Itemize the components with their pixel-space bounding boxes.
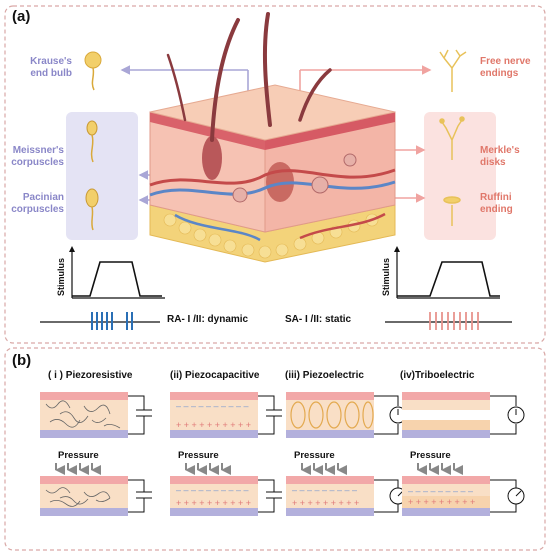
svg-text:– – – – – – – – –: – – – – – – – – – <box>408 486 473 496</box>
pacinian-corpuscle-icon <box>85 188 99 231</box>
ruffini-ending-label: Ruffini ending <box>480 192 540 216</box>
piezocapacitive-title: (ii) Piezocapacitive <box>170 370 260 381</box>
panel-a-frame <box>4 5 546 344</box>
merkel-disks-label: Merkle's disks <box>480 145 540 169</box>
triboelectric-sensor-rest <box>402 392 525 438</box>
krause-end-bulb-label: Krause's end bulb <box>8 56 72 80</box>
label-line: Meissner's <box>12 145 64 156</box>
free-nerve-endings-icon <box>439 49 467 92</box>
triboelectric-title: (iv)Triboelectric <box>400 370 475 381</box>
stimulus-axis-label-right: Stimulus <box>381 257 391 296</box>
ra-label: RA- I /II: dynamic <box>167 314 249 325</box>
piezoelectric-title: (iii) Piezoelectric <box>285 370 364 381</box>
pressure-label-iv: Pressure <box>410 450 451 461</box>
spike-train-ra <box>40 312 160 330</box>
pacinian-corpuscles-label: Pacinian corpuscles <box>2 192 64 216</box>
piezoresistive-sensor-rest <box>40 392 152 438</box>
meissner-corpuscle-icon <box>86 120 98 163</box>
label-line: Krause's <box>30 56 72 67</box>
svg-text:+ + + + + + + + +: + + + + + + + + + <box>408 497 475 507</box>
piezoelectric-sensor-pressed: – – – – – – – – – + + + + + + + + + <box>286 476 407 516</box>
sa-label: SA- I /II: static <box>285 314 352 325</box>
pressure-label-ii: Pressure <box>178 450 219 461</box>
piezoresistive-title: ( i ) Piezoresistive <box>48 370 133 381</box>
pressure-label-i: Pressure <box>58 450 99 461</box>
panel-a-label: (a) <box>12 8 31 25</box>
label-line: Merkle's <box>480 145 520 156</box>
right-receptor-box <box>424 112 496 240</box>
svg-text:– – – – – – – – – –: – – – – – – – – – – <box>176 485 249 495</box>
spike-train-sa <box>385 312 512 330</box>
krause-end-bulb-icon <box>84 51 102 91</box>
free-nerve-endings-label: Free nerve endings <box>480 56 546 80</box>
piezocapacitive-sensor-pressed: – – – – – – – – – – + + + + + + + + + + <box>170 476 282 516</box>
pressure-label-iii: Pressure <box>294 450 335 461</box>
label-line: disks <box>480 157 506 168</box>
svg-text:+ + + + + + + + + +: + + + + + + + + + + <box>176 420 251 430</box>
piezocapacitive-sensor-rest: – – – – – – – – – – + + + + + + + + + + <box>170 392 282 438</box>
svg-text:– – – – – – – – – –: – – – – – – – – – – <box>176 401 249 411</box>
ruffini-ending-icon <box>443 196 461 226</box>
label-line: Free nerve <box>480 56 531 67</box>
label-line: ending <box>480 204 513 215</box>
pressure-arrows <box>55 463 463 475</box>
label-line: Pacinian <box>22 192 64 203</box>
piezoelectric-sensor-rest <box>286 392 407 438</box>
skin-block-illustration <box>149 12 396 263</box>
svg-text:+ + + + + + + + +: + + + + + + + + + <box>292 498 359 508</box>
stimulus-axis-label-left: Stimulus <box>56 257 66 296</box>
piezoresistive-sensor-pressed <box>40 476 152 516</box>
label-line: corpuscles <box>11 204 64 215</box>
svg-text:+ + + + + + + + + +: + + + + + + + + + + <box>176 498 251 508</box>
label-line: Ruffini <box>480 192 512 203</box>
label-line: corpuscles <box>11 157 64 168</box>
label-line: end bulb <box>30 68 72 79</box>
merkel-disks-icon <box>439 116 465 160</box>
stimulus-plot-left <box>69 246 165 299</box>
svg-text:– – – – – – – – –: – – – – – – – – – <box>292 485 357 495</box>
meissner-corpuscles-label: Meissner's corpuscles <box>2 145 64 169</box>
triboelectric-sensor-pressed: – – – – – – – – – + + + + + + + + + <box>402 476 525 516</box>
panel-b-frame <box>4 347 546 551</box>
left-receptor-box <box>66 112 138 240</box>
label-line: endings <box>480 68 519 79</box>
stimulus-plot-right <box>394 246 500 299</box>
panel-b-label: (b) <box>12 352 32 369</box>
